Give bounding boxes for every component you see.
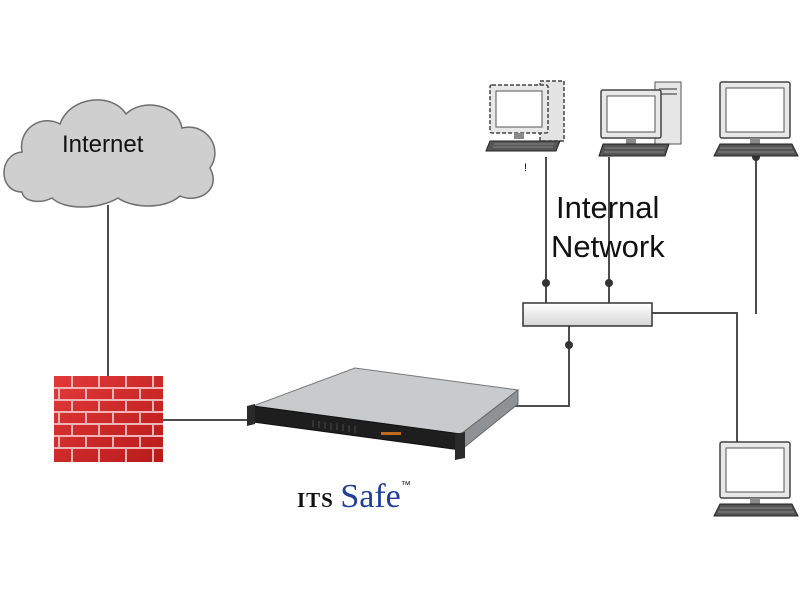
brand-prefix: ITS (297, 488, 334, 512)
dot-pc1 (542, 279, 550, 287)
network-label-line1: Internal (556, 190, 660, 225)
wire-server-switch-v (568, 326, 570, 406)
computer-icon (713, 441, 799, 517)
wire-pc4-drop (736, 312, 738, 452)
wire-switch-pc1 (545, 157, 547, 304)
brand-logo: ITS Safe™ (297, 478, 411, 516)
firewall-icon (54, 376, 163, 462)
wire-server-switch-h (515, 405, 570, 407)
computer-icon (485, 80, 565, 152)
dot-switch (565, 341, 573, 349)
wire-switch-pc2 (608, 157, 610, 304)
server-icon (247, 367, 520, 460)
brand-name: Safe (340, 478, 401, 515)
network-label-line2: Network (551, 229, 665, 264)
computer-icon (598, 81, 682, 157)
wire-pc3-drop (755, 157, 757, 314)
switch-icon (522, 302, 653, 327)
wire-firewall-server (162, 419, 250, 421)
wire-switch-right (650, 312, 737, 314)
brand-trademark: ™ (400, 480, 411, 491)
cloud-icon (3, 99, 216, 208)
cloud-label: Internet (62, 131, 144, 158)
computer-icon (713, 81, 799, 157)
dot-pc2 (605, 279, 613, 287)
wire-internet-firewall (107, 205, 109, 377)
small-mark: ! (524, 162, 528, 174)
